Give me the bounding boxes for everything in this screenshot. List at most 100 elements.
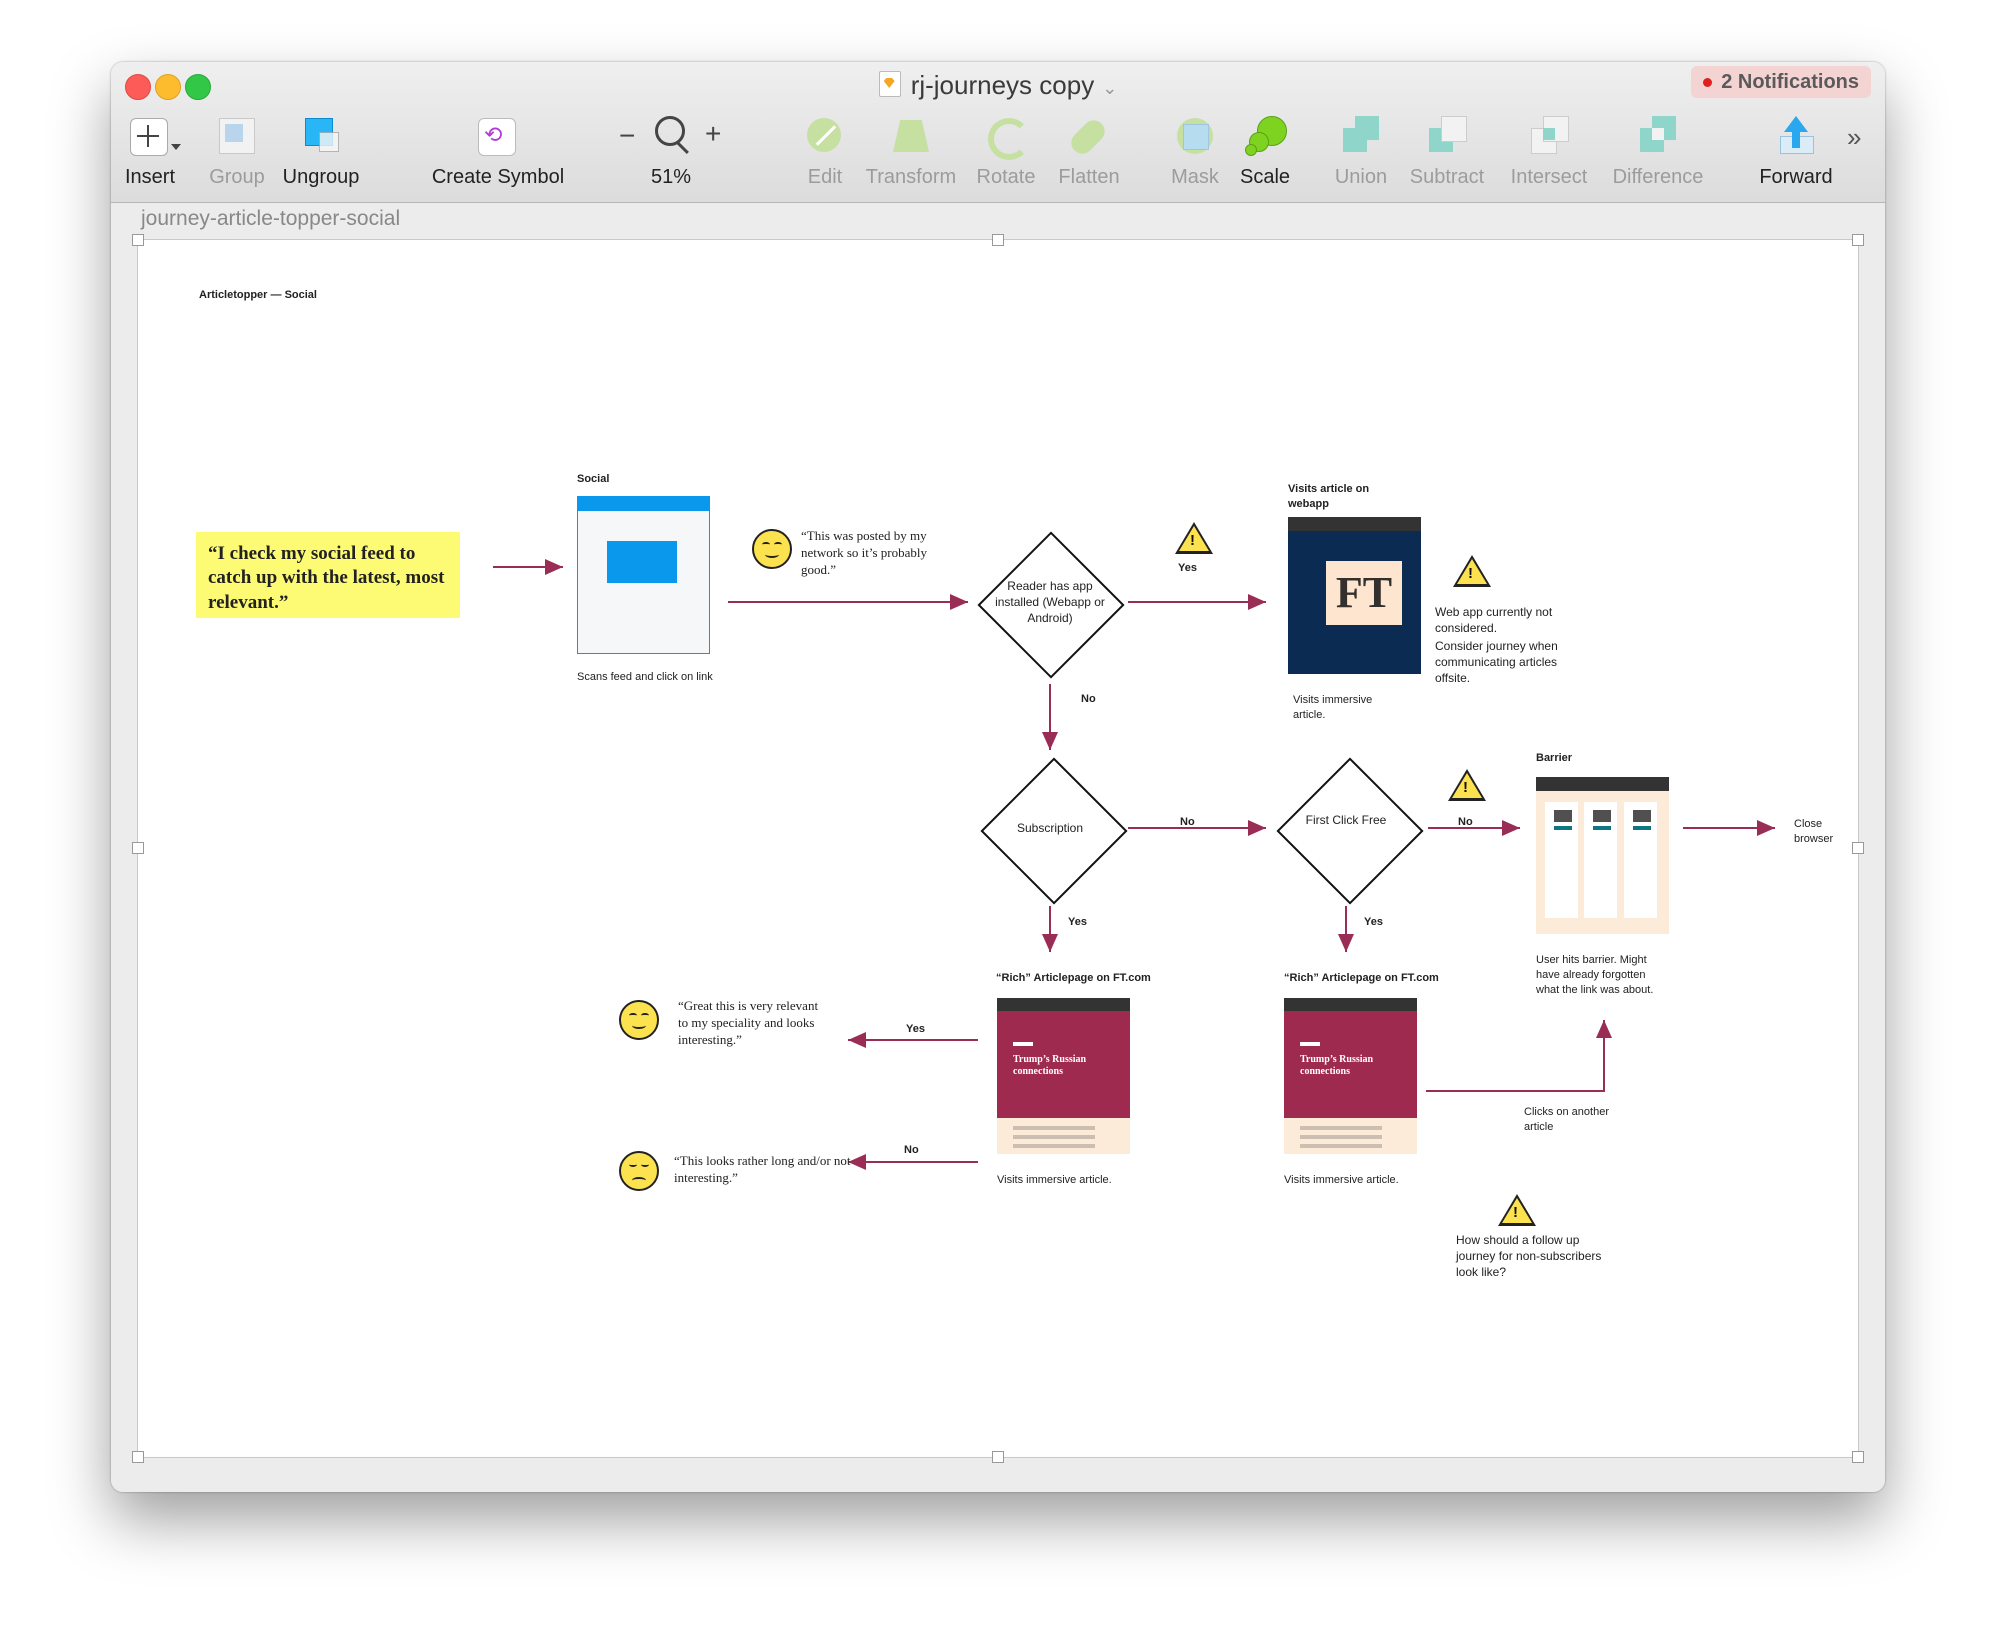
decision-app-installed-text: Reader has app installed (Webapp or Andr… bbox=[995, 579, 1105, 626]
plus-icon bbox=[128, 114, 181, 158]
clicks-another-article-label: Clicks on another article bbox=[1524, 1106, 1609, 1133]
label-yes: Yes bbox=[1178, 562, 1197, 574]
ungroup-label: Ungroup bbox=[282, 166, 360, 188]
transform-icon bbox=[889, 114, 933, 158]
article-headline: Trump’s Russian connections bbox=[1013, 1054, 1087, 1077]
decision-first-click-free-text: First Click Free bbox=[1305, 813, 1387, 827]
resize-handle[interactable] bbox=[132, 842, 144, 854]
quote-posted-by-network: “This was posted by my network so it’s p… bbox=[801, 528, 928, 577]
notifications-badge[interactable]: 2 Notifications bbox=[1691, 66, 1871, 98]
union-button[interactable]: Union bbox=[1329, 114, 1393, 189]
close-window-button[interactable] bbox=[125, 74, 151, 100]
insert-label: Insert bbox=[124, 166, 176, 188]
barrier-mockup bbox=[1536, 777, 1669, 934]
magnifier-handle-icon bbox=[676, 142, 689, 155]
artboard[interactable]: Articletopper — Social “I check my socia… bbox=[132, 234, 1864, 1463]
resize-handle[interactable] bbox=[992, 1451, 1004, 1463]
rich-article-mockup: Trump’s Russian connections bbox=[1284, 998, 1417, 1154]
note-webapp-not-considered: Web app currently not considered. bbox=[1435, 605, 1553, 636]
warning-icon bbox=[1175, 522, 1213, 554]
zoom-control[interactable]: − + 51% bbox=[619, 114, 723, 189]
minimize-window-button[interactable] bbox=[155, 74, 181, 100]
create-symbol-label: Create Symbol bbox=[431, 166, 565, 188]
mask-icon bbox=[1173, 114, 1217, 158]
label-no: No bbox=[1180, 816, 1195, 828]
artboard-name[interactable]: journey-article-topper-social bbox=[141, 207, 401, 230]
document-title-text: rj-journeys copy bbox=[910, 70, 1095, 100]
forward-button[interactable]: Forward bbox=[1753, 114, 1839, 189]
barrier-column bbox=[1545, 802, 1578, 918]
rich-article-label: “Rich” Articlepage on FT.com bbox=[996, 972, 1151, 984]
zoom-level-label: 51% bbox=[650, 166, 692, 188]
transform-button[interactable]: Transform bbox=[859, 114, 963, 189]
warning-icon bbox=[1453, 555, 1491, 587]
zoom-in-icon[interactable]: + bbox=[705, 118, 722, 149]
notifications-label: 2 Notifications bbox=[1721, 71, 1859, 93]
edit-icon bbox=[803, 114, 847, 158]
label-yes: Yes bbox=[906, 1023, 925, 1035]
ft-logo: FT bbox=[1326, 561, 1402, 625]
barrier-column bbox=[1584, 802, 1617, 918]
intersect-label: Intersect bbox=[1510, 166, 1588, 188]
union-icon bbox=[1339, 114, 1383, 158]
intersect-button[interactable]: Intersect bbox=[1503, 114, 1595, 189]
forward-label: Forward bbox=[1759, 166, 1833, 188]
social-post-card bbox=[607, 541, 677, 583]
resize-handle[interactable] bbox=[992, 234, 1004, 246]
barrier-caption: User hits barrier. Might have already fo… bbox=[1536, 954, 1654, 996]
toolbar-overflow-icon[interactable]: » bbox=[1847, 122, 1862, 152]
close-browser-label: Close browser bbox=[1794, 818, 1834, 845]
rich-article-caption: Visits immersive article. bbox=[1284, 1174, 1399, 1186]
canvas[interactable]: journey-article-topper-social bbox=[111, 203, 1885, 1492]
flow-connectors bbox=[493, 559, 1775, 1170]
quote-great-relevant: “Great this is very relevant to my speci… bbox=[678, 998, 819, 1047]
webapp-header-bar bbox=[1288, 517, 1421, 531]
difference-icon bbox=[1636, 114, 1680, 158]
transform-label: Transform bbox=[865, 166, 957, 188]
arrow-rich-2-to-barrier bbox=[1426, 1020, 1612, 1092]
insert-button[interactable]: Insert bbox=[119, 114, 181, 189]
scale-label: Scale bbox=[1239, 166, 1291, 188]
rotate-icon bbox=[984, 114, 1030, 160]
rich-article-label: “Rich” Articlepage on FT.com bbox=[1284, 972, 1439, 984]
label-no: No bbox=[1458, 816, 1473, 828]
barrier-column bbox=[1624, 802, 1657, 918]
rich-article-mockup: Trump’s Russian connections bbox=[997, 998, 1130, 1154]
zoom-window-button[interactable] bbox=[185, 74, 211, 100]
mask-label: Mask bbox=[1171, 166, 1219, 188]
resize-handle[interactable] bbox=[1852, 234, 1864, 246]
resize-handle[interactable] bbox=[1852, 1451, 1864, 1463]
forward-icon bbox=[1774, 114, 1818, 158]
smiling-face-icon bbox=[619, 1000, 659, 1040]
resize-handle[interactable] bbox=[132, 234, 144, 246]
flatten-button[interactable]: Flatten bbox=[1051, 114, 1127, 189]
ungroup-button[interactable]: Ungroup bbox=[279, 114, 363, 189]
diagram-title: Articletopper — Social bbox=[199, 289, 317, 301]
resize-handle[interactable] bbox=[132, 1451, 144, 1463]
difference-button[interactable]: Difference bbox=[1605, 114, 1711, 189]
scale-button[interactable]: Scale bbox=[1233, 114, 1297, 189]
barrier-header-bar bbox=[1536, 777, 1669, 791]
label-no: No bbox=[904, 1144, 919, 1156]
subtract-icon bbox=[1425, 114, 1469, 158]
zoom-out-icon[interactable]: − bbox=[619, 120, 636, 151]
quote-too-long: “This looks rather long and/or not inter… bbox=[674, 1153, 851, 1185]
group-button[interactable]: Group bbox=[203, 114, 271, 189]
smiling-face-icon bbox=[752, 529, 792, 569]
document-title[interactable]: rj-journeys copy⌄ bbox=[111, 70, 1885, 101]
create-symbol-button[interactable]: ⟲ Create Symbol bbox=[423, 114, 573, 189]
subtract-button[interactable]: Subtract bbox=[1403, 114, 1491, 189]
magnifier-icon bbox=[655, 116, 685, 146]
warning-icon bbox=[1448, 769, 1486, 801]
label-no: No bbox=[1081, 693, 1096, 705]
rotate-button[interactable]: Rotate bbox=[971, 114, 1041, 189]
zoom-icons: − + bbox=[619, 114, 723, 158]
resize-handle[interactable] bbox=[1852, 842, 1864, 854]
flatten-label: Flatten bbox=[1058, 166, 1120, 188]
unamused-face-icon bbox=[619, 1151, 659, 1191]
app-window: rj-journeys copy⌄ 2 Notifications Insert… bbox=[111, 62, 1885, 1492]
social-feed-mockup bbox=[577, 496, 710, 654]
ungroup-icon bbox=[299, 114, 343, 158]
mask-button[interactable]: Mask bbox=[1165, 114, 1225, 189]
edit-button[interactable]: Edit bbox=[795, 114, 855, 189]
